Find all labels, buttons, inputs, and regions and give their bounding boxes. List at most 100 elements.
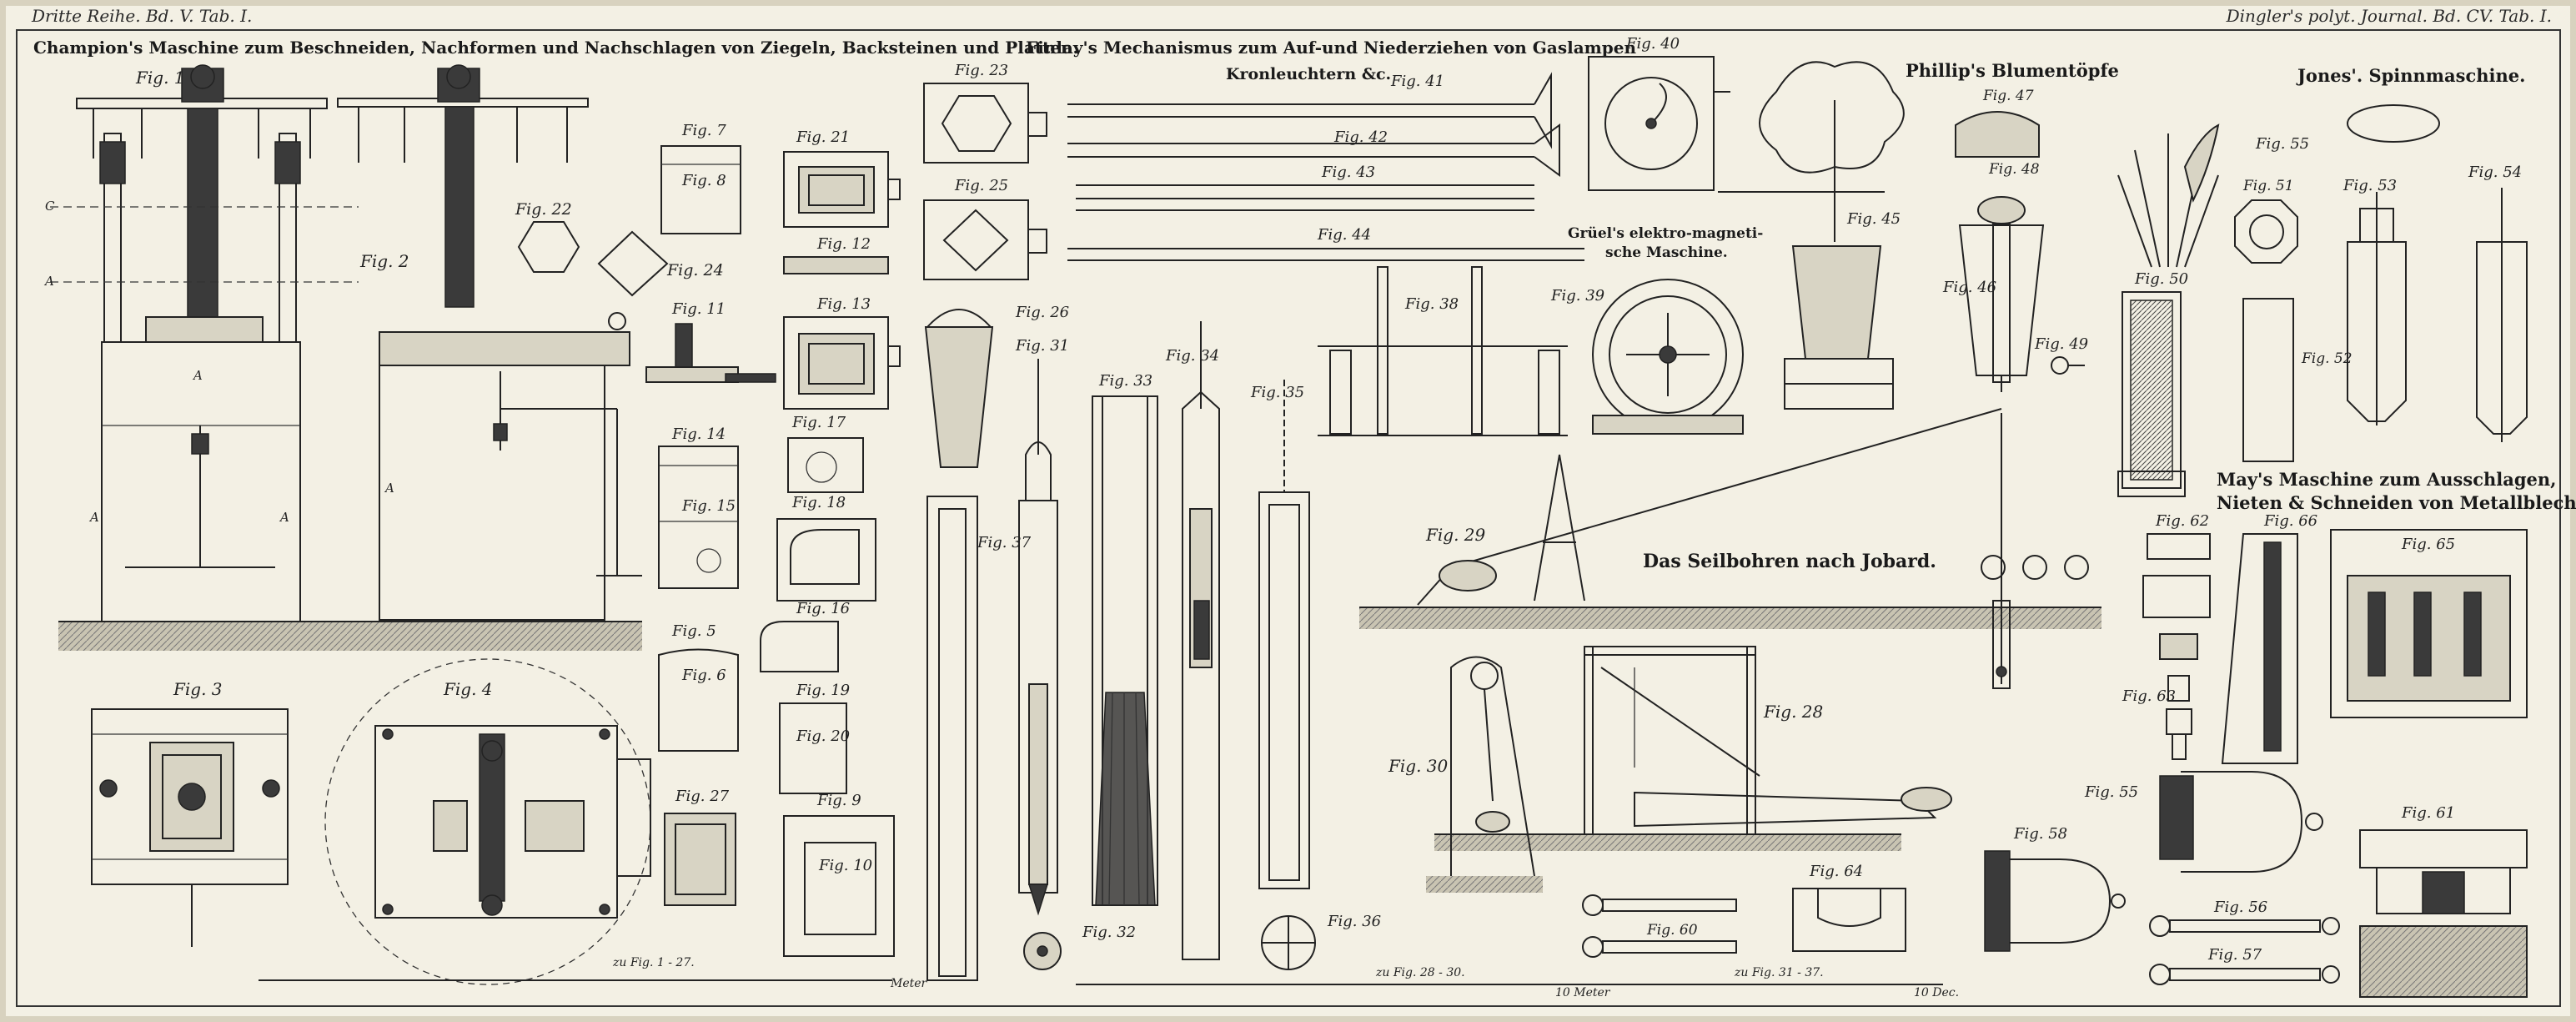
title-gruel-2: sche Maschine. <box>1605 244 1728 261</box>
title-may-2: Nieten & Schneiden von Metallblech. <box>2217 492 2576 513</box>
fig32-star <box>1023 932 1062 970</box>
fig64-drawing <box>1792 888 1906 952</box>
fig41-44-drawing <box>1067 72 1584 261</box>
fig10-label: Fig. 10 <box>818 857 872 874</box>
fig16-label: Fig. 16 <box>796 600 850 617</box>
fig35-label: Fig. 35 <box>1250 384 1304 401</box>
scale-2-label: Meter <box>890 977 928 990</box>
fig57-label: Fig. 57 <box>2207 946 2262 964</box>
fig60-label: Fig. 60 <box>1646 922 1698 939</box>
fig63-label: Fig. 63 <box>2122 687 2176 705</box>
fig52-drawing <box>2242 298 2294 462</box>
fig50-drawing <box>2117 123 2220 497</box>
fig61-label: Fig. 61 <box>2401 804 2455 822</box>
fig38-drawing <box>1318 266 1568 436</box>
fig53-label: Fig. 53 <box>2343 177 2397 194</box>
fig15-circle <box>696 548 721 573</box>
fig14-15-block <box>658 446 739 589</box>
fig52-label: Fig. 52 <box>2301 350 2353 367</box>
fig27-label: Fig. 27 <box>675 788 730 805</box>
title-jobard: Das Seilbohren nach Jobard. <box>1643 551 1936 572</box>
fig7-label: Fig. 7 <box>681 122 726 139</box>
fig55-drawing <box>2159 771 2323 873</box>
fig4-drawing <box>324 658 651 985</box>
scale-3-label: zu Fig. 28 - 30. <box>1375 966 1465 979</box>
header-left: Dritte Reihe. Bd. V. Tab. I. <box>31 6 252 26</box>
fig65-drawing <box>2330 529 2528 718</box>
fig24-diamond <box>597 230 669 297</box>
fig64-label: Fig. 64 <box>1809 863 1863 880</box>
fig51-inner <box>2249 214 2284 249</box>
scale-1-label: zu Fig. 1 - 27. <box>612 956 695 969</box>
fig18-drawing <box>776 518 876 602</box>
fig62-drawing <box>2142 533 2211 702</box>
fig33-label: Fig. 33 <box>1098 372 1152 390</box>
fig1-label: Fig. 1 <box>135 68 185 88</box>
fig41-label: Fig. 41 <box>1390 73 1444 90</box>
fig1-letter-C: C <box>45 199 55 214</box>
fig45-label: Fig. 45 <box>1846 210 1901 228</box>
fig16-drawing <box>760 621 839 672</box>
fig50-label: Fig. 50 <box>2134 270 2188 288</box>
fig40-drawing <box>1588 56 1730 191</box>
fig19-label: Fig. 19 <box>796 682 850 699</box>
plate-border <box>16 29 2561 1007</box>
fig9-label: Fig. 9 <box>816 792 861 809</box>
fig55b-label: Fig. 55 <box>2255 135 2309 153</box>
fig54-label: Fig. 54 <box>2468 164 2522 181</box>
header-right: Dingler's polyt. Journal. Bd. CV. Tab. I… <box>2226 6 2552 26</box>
title-jones: Jones'. Spinnmaschine. <box>2296 65 2525 86</box>
fig22-label: Fig. 22 <box>515 200 572 219</box>
fig62-label: Fig. 62 <box>2155 512 2209 530</box>
fig1-drawing <box>50 64 642 651</box>
fig21-label: Fig. 21 <box>796 128 850 146</box>
fig5-6-block <box>658 648 739 752</box>
title-may-1: May's Maschine zum Ausschlagen, <box>2217 469 2556 490</box>
fig2-letter-A: A <box>384 481 394 496</box>
fig22-hexagon <box>517 221 580 273</box>
fig39-drawing <box>1592 279 1744 435</box>
fig5-label: Fig. 5 <box>671 622 716 640</box>
fig28-drawing <box>1434 646 1952 851</box>
fig55-label: Fig. 55 <box>2084 783 2138 801</box>
fig17-drawing <box>787 437 864 493</box>
fig36-label: Fig. 36 <box>1327 913 1381 930</box>
fig1-letter-A-side: A <box>43 274 54 289</box>
fig25-label: Fig. 25 <box>954 177 1008 194</box>
fig3-drawing <box>91 708 289 947</box>
fig17-circle <box>806 451 837 483</box>
title-finlay: Finlay's Mechanismus zum Auf-und Niederz… <box>1026 38 1637 58</box>
fig4-label: Fig. 4 <box>443 679 493 699</box>
fig24-label: Fig. 24 <box>666 261 724 279</box>
fig49-label: Fig. 49 <box>2034 335 2088 353</box>
fig59-60-drawing <box>1582 894 1737 958</box>
fig39-label: Fig. 39 <box>1550 287 1604 305</box>
fig1-letter-A: A <box>192 368 203 383</box>
fig21-drawing <box>783 151 901 228</box>
fig55-top-drawing <box>2347 104 2440 143</box>
fig40-label: Fig. 40 <box>1625 35 1680 53</box>
fig12-label: Fig. 12 <box>816 235 871 253</box>
fig15-label: Fig. 15 <box>681 497 736 515</box>
fig29-label: Fig. 29 <box>1425 525 1486 545</box>
fig49-drawing <box>2051 356 2085 375</box>
fig56-label: Fig. 56 <box>2213 899 2267 916</box>
fig9-10-drawing <box>783 815 895 957</box>
fig13-drawing <box>783 316 901 410</box>
fig19-20-block <box>779 702 847 794</box>
fig11-label: Fig. 11 <box>671 300 726 318</box>
fig58-drawing <box>1984 850 2126 952</box>
fig48-label: Fig. 48 <box>1988 161 2040 178</box>
fig42-label: Fig. 42 <box>1333 128 1388 146</box>
fig31-label: Fig. 31 <box>1015 337 1069 355</box>
fig35-drawing <box>1258 380 1310 889</box>
fig20-label: Fig. 20 <box>796 727 850 745</box>
scale-5-label: zu Fig. 31 - 37. <box>1734 966 1824 979</box>
fig27-drawing <box>664 813 736 906</box>
fig34-drawing <box>1182 321 1220 960</box>
fig61-drawing <box>2359 829 2528 998</box>
fig38-label: Fig. 38 <box>1404 295 1459 313</box>
fig33-drawing <box>1092 395 1158 906</box>
